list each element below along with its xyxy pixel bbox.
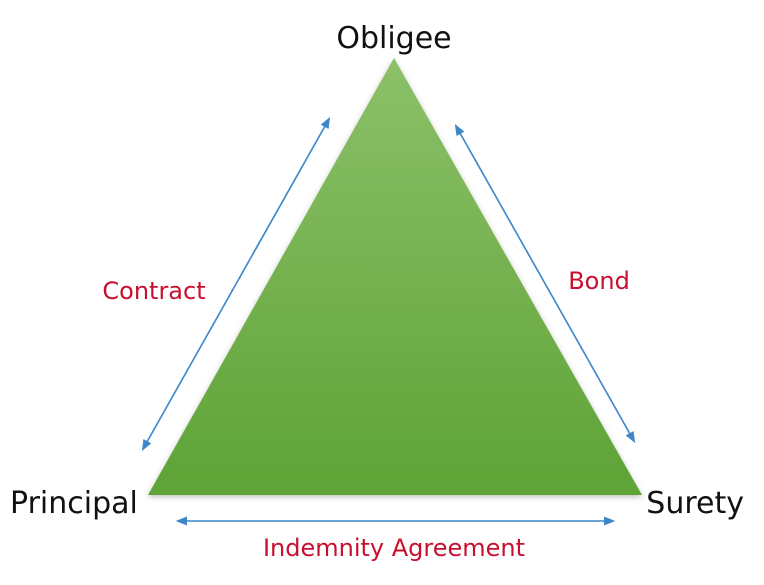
principal-label: Principal xyxy=(10,486,138,521)
indemnity-agreement-label: Indemnity Agreement xyxy=(263,534,525,562)
bond-arrow xyxy=(454,124,636,443)
bond-label: Bond xyxy=(568,267,630,295)
obligee-label: Obligee xyxy=(336,21,451,56)
surety-label: Surety xyxy=(646,486,744,521)
contract-arrow xyxy=(141,117,331,451)
contract-label: Contract xyxy=(102,277,205,305)
